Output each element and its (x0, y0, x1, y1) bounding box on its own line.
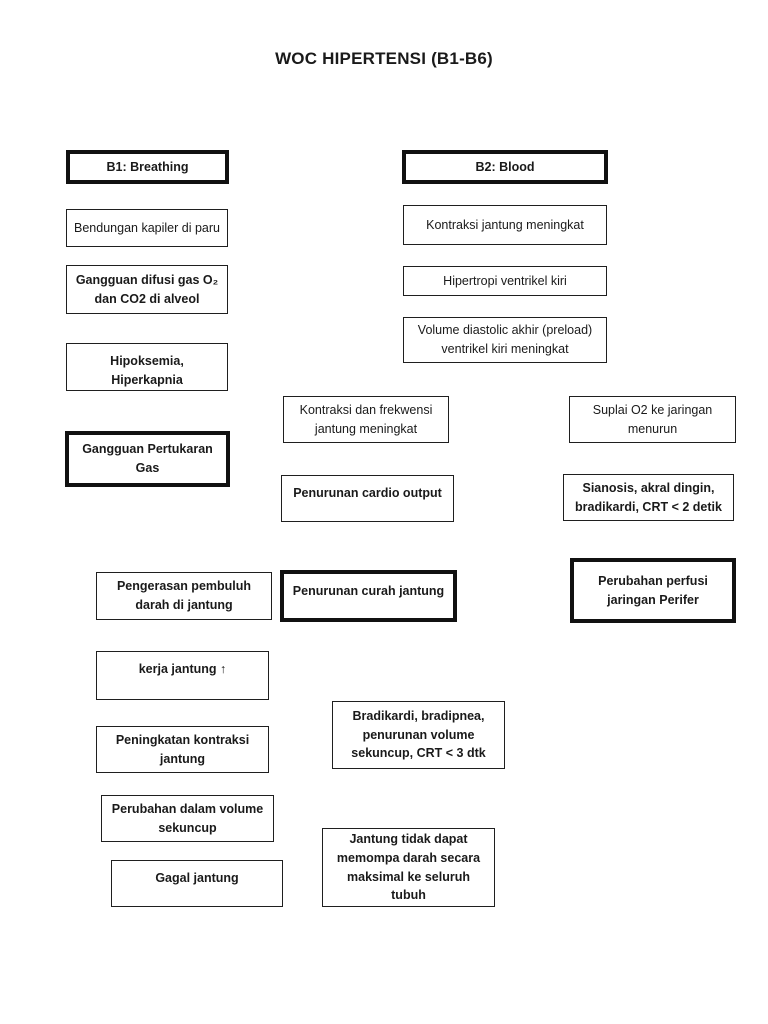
node-perubahan-volume-sekuncup: Perubahan dalam volume sekuncup (101, 795, 274, 842)
node-gangguan-difusi-gas: Gangguan difusi gas O₂ dan CO2 di alveol (66, 265, 228, 314)
node-hipertropi-ventrikel-kiri: Hipertropi ventrikel kiri (403, 266, 607, 296)
node-volume-diastolic-akhir: Volume diastolic akhir (preload) ventrik… (403, 317, 607, 363)
node-hipoksemia-hiperkapnia: Hipoksemia, Hiperkapnia (66, 343, 228, 391)
node-penurunan-curah-jantung: Penurunan curah jantung (280, 570, 457, 622)
node-kerja-jantung-naik: kerja jantung ↑ (96, 651, 269, 700)
node-kontraksi-jantung-meningkat: Kontraksi jantung meningkat (403, 205, 607, 245)
node-jantung-tidak-memompa: Jantung tidak dapat memompa darah secara… (322, 828, 495, 907)
node-b1-breathing-header: B1: Breathing (66, 150, 229, 184)
node-kontraksi-frekwensi: Kontraksi dan frekwensi jantung meningka… (283, 396, 449, 443)
node-suplai-o2-jaringan: Suplai O2 ke jaringan menurun (569, 396, 736, 443)
page-title: WOC HIPERTENSI (B1-B6) (275, 49, 493, 68)
node-b2-blood-header: B2: Blood (402, 150, 608, 184)
node-gangguan-pertukaran-gas: Gangguan Pertukaran Gas (65, 431, 230, 487)
node-perubahan-perfusi-perifer: Perubahan perfusi jaringan Perifer (570, 558, 736, 623)
node-penurunan-cardio-output: Penurunan cardio output (281, 475, 454, 522)
node-gagal-jantung: Gagal jantung (111, 860, 283, 907)
node-pengerasan-pembuluh: Pengerasan pembuluh darah di jantung (96, 572, 272, 620)
node-sianosis-akral-dingin: Sianosis, akral dingin, bradikardi, CRT … (563, 474, 734, 521)
node-bendungan-kapiler: Bendungan kapiler di paru (66, 209, 228, 247)
node-peningkatan-kontraksi: Peningkatan kontraksi jantung (96, 726, 269, 773)
node-bradikardi-bradipnea: Bradikardi, bradipnea, penurunan volume … (332, 701, 505, 769)
